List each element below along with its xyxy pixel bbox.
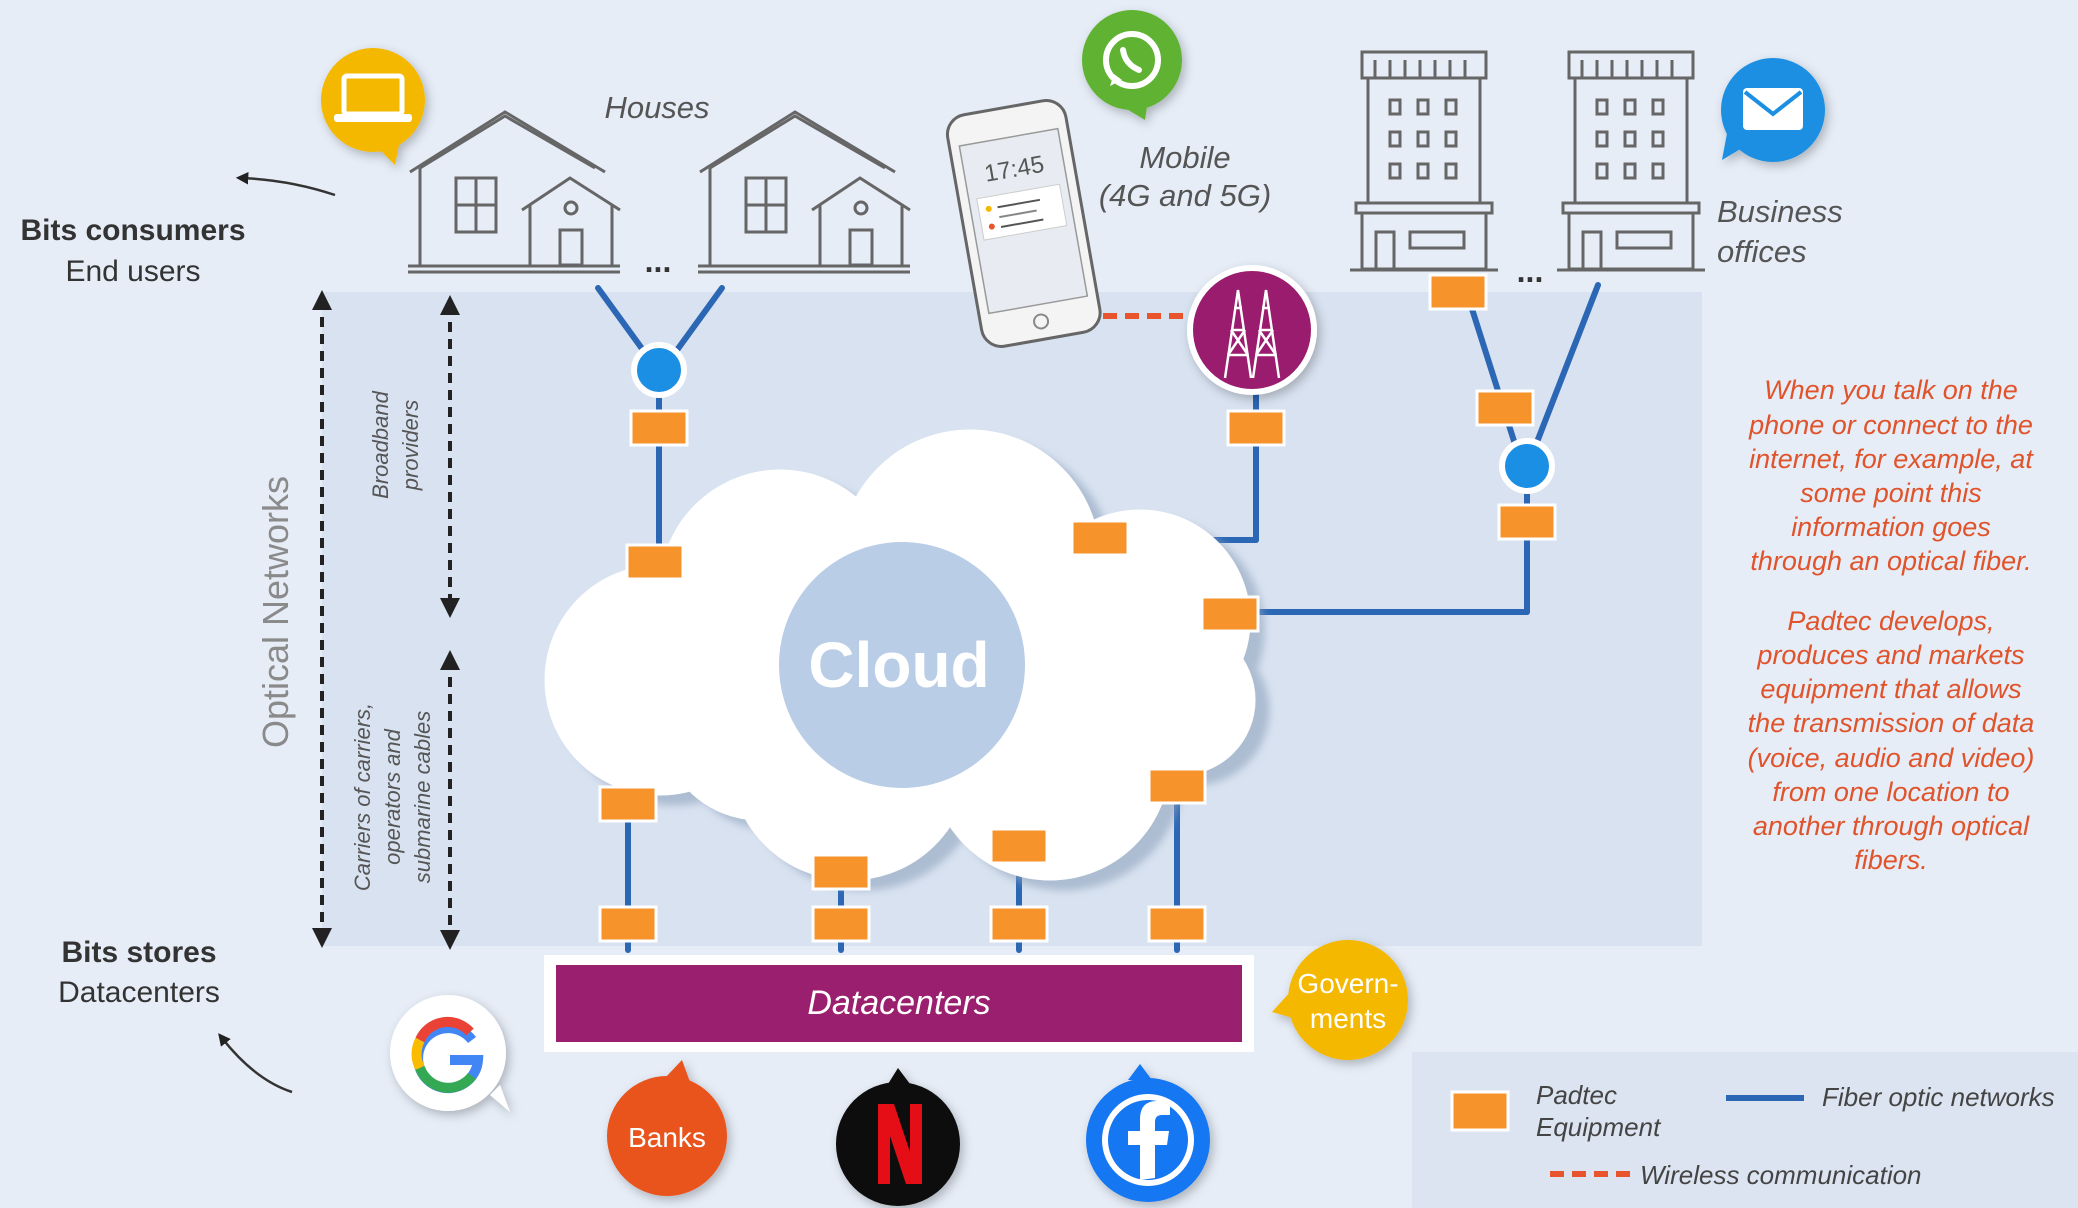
banks-label: Banks [628,1122,706,1153]
legend: Padtec Equipment Fiber optic networks Wi… [1412,1052,2078,1208]
padtec-equipment [598,785,658,823]
padtec-equipment [989,905,1049,943]
antenna-icon [1187,265,1317,395]
description-line: fibers. [1854,845,1928,875]
smartphone-icon: 17:45 [945,99,1102,348]
fiber-split-node [1499,438,1555,494]
description-line: equipment that allows [1760,674,2021,704]
house-icon [408,110,621,274]
description-line: some point this [1800,478,1982,508]
netflix-icon [836,1068,960,1206]
legend-padtec-swatch [1450,1090,1510,1132]
description-line: Padtec develops, [1787,606,1994,636]
mobile-label-2: (4G and 5G) [1099,178,1271,213]
description-line: through an optical fiber. [1750,546,2031,576]
office-building-icon [1350,50,1498,272]
description-line: the transmission of data [1748,708,2035,738]
description-line: another through optical [1753,811,2030,841]
governments-label-2: ments [1310,1003,1386,1034]
office-building-icon [1557,50,1705,272]
padtec-equipment [598,905,658,943]
curved-arrow-up [235,172,336,197]
legend-padtec-label-1: Padtec [1536,1080,1617,1110]
carriers-label-2: operators and [380,728,405,865]
padtec-equipment [1497,503,1557,541]
laptop-icon [321,48,425,165]
padtec-equipment [1070,519,1130,557]
whatsapp-icon [1082,10,1182,120]
carriers-label-1: Carriers of carriers, [350,703,375,891]
padtec-equipment [989,827,1049,865]
mail-icon [1721,58,1825,162]
cloud-core [779,542,1025,788]
padtec-equipment [811,853,871,891]
offices-ellipsis: ... [1517,253,1544,289]
bits-stores-label: Bits stores [61,936,216,969]
governments-bubble: Govern- ments [1272,940,1408,1060]
end-users-label: End users [65,255,200,288]
business-offices-label-2: offices [1717,234,1807,269]
description-line: internet, for example, at [1749,444,2034,474]
legend-panel [1412,1052,2078,1208]
padtec-equipment [1200,595,1260,633]
datacenters-side-label: Datacenters [58,976,220,1009]
cloud-label: Cloud [808,629,989,701]
description-line: produces and markets [1756,640,2024,670]
description-text: When you talk on the phone or connect to… [1748,375,2035,875]
datacenters-bar-label: Datacenters [807,984,990,1022]
curved-arrow-down [218,1033,293,1094]
datacenters-bar [556,965,1242,1042]
mobile-label-1: Mobile [1139,140,1230,175]
bits-consumers-label: Bits consumers [20,214,245,247]
fiber-split-node [631,342,687,398]
house-icon [698,110,911,274]
broadband-label-2: providers [398,400,423,491]
description-line: from one location to [1772,777,2009,807]
business-offices-label-1: Business [1717,194,1843,229]
padtec-equipment [1147,905,1207,943]
padtec-equipment [625,543,685,581]
padtec-equipment [629,409,689,447]
optical-networks-label: Optical Networks [255,476,296,748]
legend-padtec-label-2: Equipment [1536,1112,1662,1142]
legend-fiber-label: Fiber optic networks [1822,1082,2055,1112]
description-line: information goes [1791,512,1991,542]
padtec-equipment [1475,389,1535,427]
padtec-equipment [1226,409,1286,447]
houses-label: Houses [604,90,709,125]
governments-label-1: Govern- [1297,968,1398,999]
broadband-label-1: Broadband [368,390,393,498]
carriers-label-3: submarine cables [410,711,435,883]
legend-wireless-label: Wireless communication [1640,1160,1922,1190]
description-line: (voice, audio and video) [1748,743,2035,773]
banks-bubble: Banks [607,1060,727,1196]
google-icon [390,995,510,1112]
padtec-equipment [1147,767,1207,805]
description-line: When you talk on the [1764,375,2018,405]
description-line: phone or connect to the [1748,410,2033,440]
padtec-equipment [1428,273,1488,311]
houses-ellipsis: ... [645,243,672,279]
facebook-icon [1086,1064,1210,1202]
padtec-equipment [811,905,871,943]
